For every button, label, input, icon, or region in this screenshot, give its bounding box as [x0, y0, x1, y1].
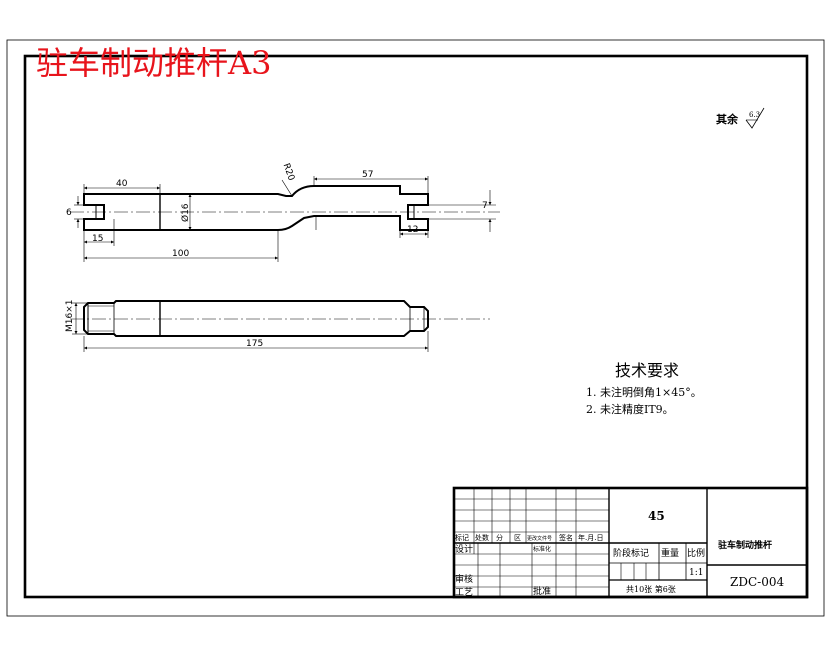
front-view-dimensions: [72, 302, 429, 352]
tb-weight: 重量: [661, 547, 679, 559]
tb-design: 设计: [455, 543, 473, 555]
roughness-symbol-icon: [745, 107, 765, 129]
tech-requirements: 技术要求 1. 未注明倒角1×45°。 2. 未注精度IT9。: [586, 361, 702, 416]
front-view-dim-text: M16×1 175: [65, 300, 263, 349]
tb-mark: 标记: [455, 533, 469, 542]
dim-100: 100: [172, 249, 189, 259]
top-view-dim-text: 40 57 R20 6 Ø16 7 15 12 100: [66, 162, 488, 259]
tb-change-doc: 更改文件号: [527, 535, 552, 542]
dim-57: 57: [362, 170, 373, 180]
tb-zone2: 区: [514, 534, 521, 542]
top-view-dimensions: [74, 176, 496, 262]
dim-40: 40: [116, 179, 128, 189]
part-top-view: [70, 185, 500, 231]
tb-count: 处数: [475, 533, 489, 542]
tb-drawing-no: ZDC-004: [730, 575, 784, 589]
outer-frame: [6, 39, 825, 617]
tb-approve: 批准: [533, 585, 551, 597]
tb-review: 审核: [455, 573, 473, 585]
tb-ratio: 比例: [687, 547, 705, 559]
part-front-view: [70, 300, 490, 337]
tb-material: 45: [648, 509, 665, 523]
tb-stage-mark: 阶段标记: [613, 547, 649, 559]
dim-7: 7: [482, 201, 488, 211]
tb-sheet-info: 共10张 第6张: [626, 584, 676, 594]
dim-r20: R20: [281, 162, 297, 182]
tb-signature: 签名: [559, 533, 573, 542]
tb-standardization: 标准化: [533, 545, 551, 553]
tb-part-name: 驻车制动推杆: [718, 539, 772, 551]
tech-req-item-2: 2. 未注精度IT9。: [586, 402, 674, 416]
dim-12: 12: [407, 225, 418, 235]
banner-title: 驻车制动推杆A3: [36, 44, 271, 82]
tb-process: 工艺: [455, 587, 473, 598]
dim-dia16: Ø16: [180, 203, 191, 222]
tb-zone: 分: [496, 533, 503, 542]
dim-15: 15: [92, 234, 103, 244]
dim-175: 175: [246, 339, 263, 349]
title-block: 标记 处数 分 区 更改文件号 签名 年.月.日 设计 标准化 审核 工艺 批准…: [452, 486, 809, 599]
inner-frame: [23, 54, 809, 599]
tech-req-item-1: 1. 未注明倒角1×45°。: [586, 385, 702, 399]
tb-scale: 1:1: [689, 568, 703, 578]
roughness-annotation: 其余 6.3: [716, 107, 765, 129]
dim-thread: M16×1: [65, 300, 75, 332]
tech-req-title: 技术要求: [615, 361, 679, 380]
tb-date: 年.月.日: [578, 533, 603, 542]
roughness-value: 6.3: [749, 111, 760, 119]
roughness-label: 其余: [716, 112, 739, 126]
dim-6: 6: [66, 208, 72, 218]
